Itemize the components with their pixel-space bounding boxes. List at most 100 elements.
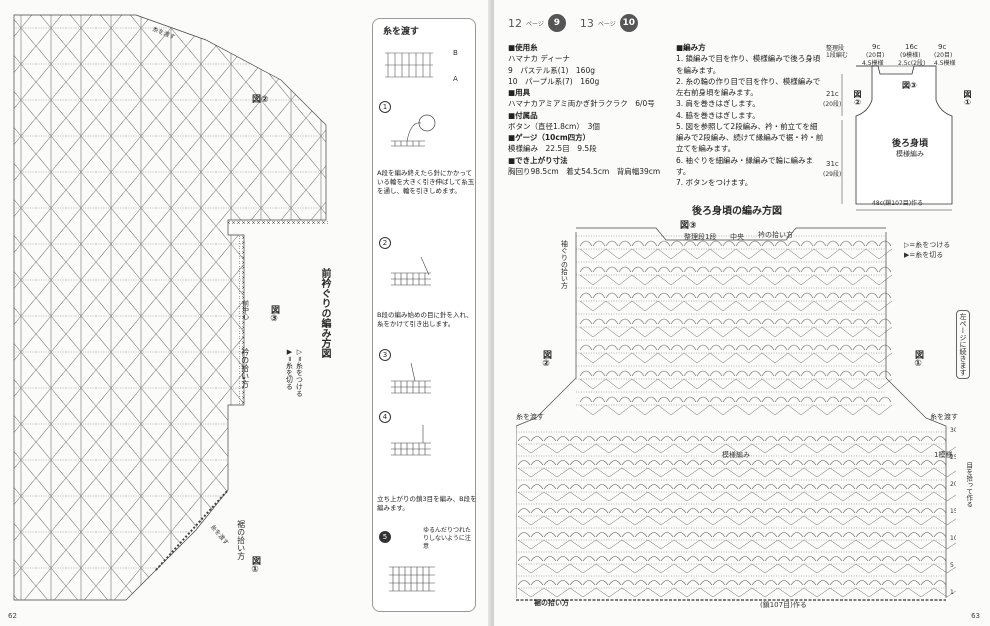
shell-stitch (816, 436, 830, 442)
chart-yarn-pass-right: 糸を渡す (930, 413, 958, 421)
shell-stitch (777, 508, 791, 514)
shell-stitch (803, 508, 817, 514)
v-stitch (579, 404, 607, 416)
shell-stitch (852, 292, 866, 299)
shell-stitch (696, 370, 710, 377)
v-stitch (865, 404, 893, 416)
shell-stitch (569, 532, 583, 538)
shell-stitch (618, 240, 632, 247)
v-stitch (595, 443, 623, 454)
swatch-illustration (385, 52, 433, 78)
shell-stitch (660, 484, 674, 490)
continue-note: 左ページに続きます (956, 310, 970, 379)
shell-stitch (751, 460, 765, 466)
v-stitch (517, 491, 545, 502)
shell-stitch (868, 436, 882, 442)
shell-stitch (686, 580, 700, 586)
v-stitch (735, 300, 763, 312)
shell-stitch (787, 318, 801, 325)
chart-neck-outline (576, 227, 886, 241)
shell-stitch (657, 266, 671, 273)
shell-stitch (647, 508, 661, 514)
shell-stitch (634, 580, 648, 586)
shell-stitch (865, 318, 879, 325)
shell-stitch (699, 460, 713, 466)
v-stitch (761, 248, 789, 260)
shell-stitch (595, 532, 609, 538)
v-stitch (933, 443, 956, 454)
shell-stitch (683, 266, 697, 273)
v-stitch (543, 467, 571, 478)
schematic-top-sub2-left: 4.5模様 (862, 60, 884, 67)
shell-stitch (621, 532, 635, 538)
shell-stitch (764, 436, 778, 442)
shell-stitch (660, 556, 674, 562)
mark-a: A (453, 75, 458, 83)
shell-stitch (644, 318, 658, 325)
v-stitch (829, 515, 857, 526)
shell-stitch (839, 344, 853, 351)
step-2-illustration (391, 256, 431, 286)
v-stitch (631, 300, 659, 312)
shell-stitch (761, 318, 775, 325)
v-stitch (855, 443, 883, 454)
shell-stitch (579, 344, 593, 351)
neck-pickup-label: 衿の拾い方 (240, 348, 250, 388)
v-stitch (855, 467, 883, 478)
shell-stitch (569, 580, 583, 586)
shell-stitch (855, 580, 869, 586)
shell-stitch (842, 460, 856, 466)
v-stitch (699, 443, 727, 454)
shell-stitch (608, 508, 622, 514)
chart-bottom-count: (鎖107目)作る (760, 601, 807, 609)
shell-stitch (803, 580, 817, 586)
shell-stitch (686, 436, 700, 442)
v-stitch (761, 404, 789, 416)
method-block: ■編み方 1. 鎖編みで目を作り、模様編みで後ろ身頃を編みます。 2. 糸の輪の… (676, 42, 824, 188)
shell-stitch (644, 240, 658, 247)
shell-stitch (920, 532, 934, 538)
v-stitch (725, 515, 753, 526)
shell-stitch (657, 292, 671, 299)
shell-stitch (878, 240, 892, 247)
method-step: 2. 糸の輪の作り目で目を作り、模様編みで左右前身頃を編みます。 (676, 76, 821, 97)
v-stitch (735, 274, 763, 286)
shell-stitch (738, 556, 752, 562)
shell-stitch (582, 580, 596, 586)
shell-stitch (634, 556, 648, 562)
shell-stitch (657, 240, 671, 247)
shell-stitch (582, 484, 596, 490)
row-number: 10 (950, 535, 956, 542)
shell-stitch (696, 344, 710, 351)
shell-stitch (761, 344, 775, 351)
shell-stitch (670, 318, 684, 325)
shell-stitch (800, 344, 814, 351)
v-stitch (933, 467, 956, 478)
shell-stitch (829, 460, 843, 466)
v-stitch (803, 491, 831, 502)
v-stitch (865, 352, 893, 364)
v-stitch (933, 539, 956, 550)
v-stitch (683, 326, 711, 338)
v-stitch (657, 248, 685, 260)
shell-stitch (842, 484, 856, 490)
schematic-fig3: 図③ (902, 81, 917, 90)
chart-fig2: 図② (541, 350, 551, 369)
v-stitch (579, 248, 607, 260)
v-stitch (761, 300, 789, 312)
v-stitch (761, 352, 789, 364)
page-number-right: 63 (971, 612, 980, 620)
v-stitch (735, 404, 763, 416)
v-stitch (839, 352, 867, 364)
shell-stitch (579, 266, 593, 273)
shell-stitch (725, 532, 739, 538)
v-stitch (725, 491, 753, 502)
v-stitch (787, 274, 815, 286)
shell-stitch (647, 436, 661, 442)
v-stitch (569, 515, 597, 526)
chart-fig1: 図① (913, 350, 923, 369)
v-stitch (699, 563, 727, 574)
shell-stitch (894, 580, 908, 586)
chart-fig3: 図③ (680, 221, 697, 231)
shell-stitch (618, 318, 632, 325)
